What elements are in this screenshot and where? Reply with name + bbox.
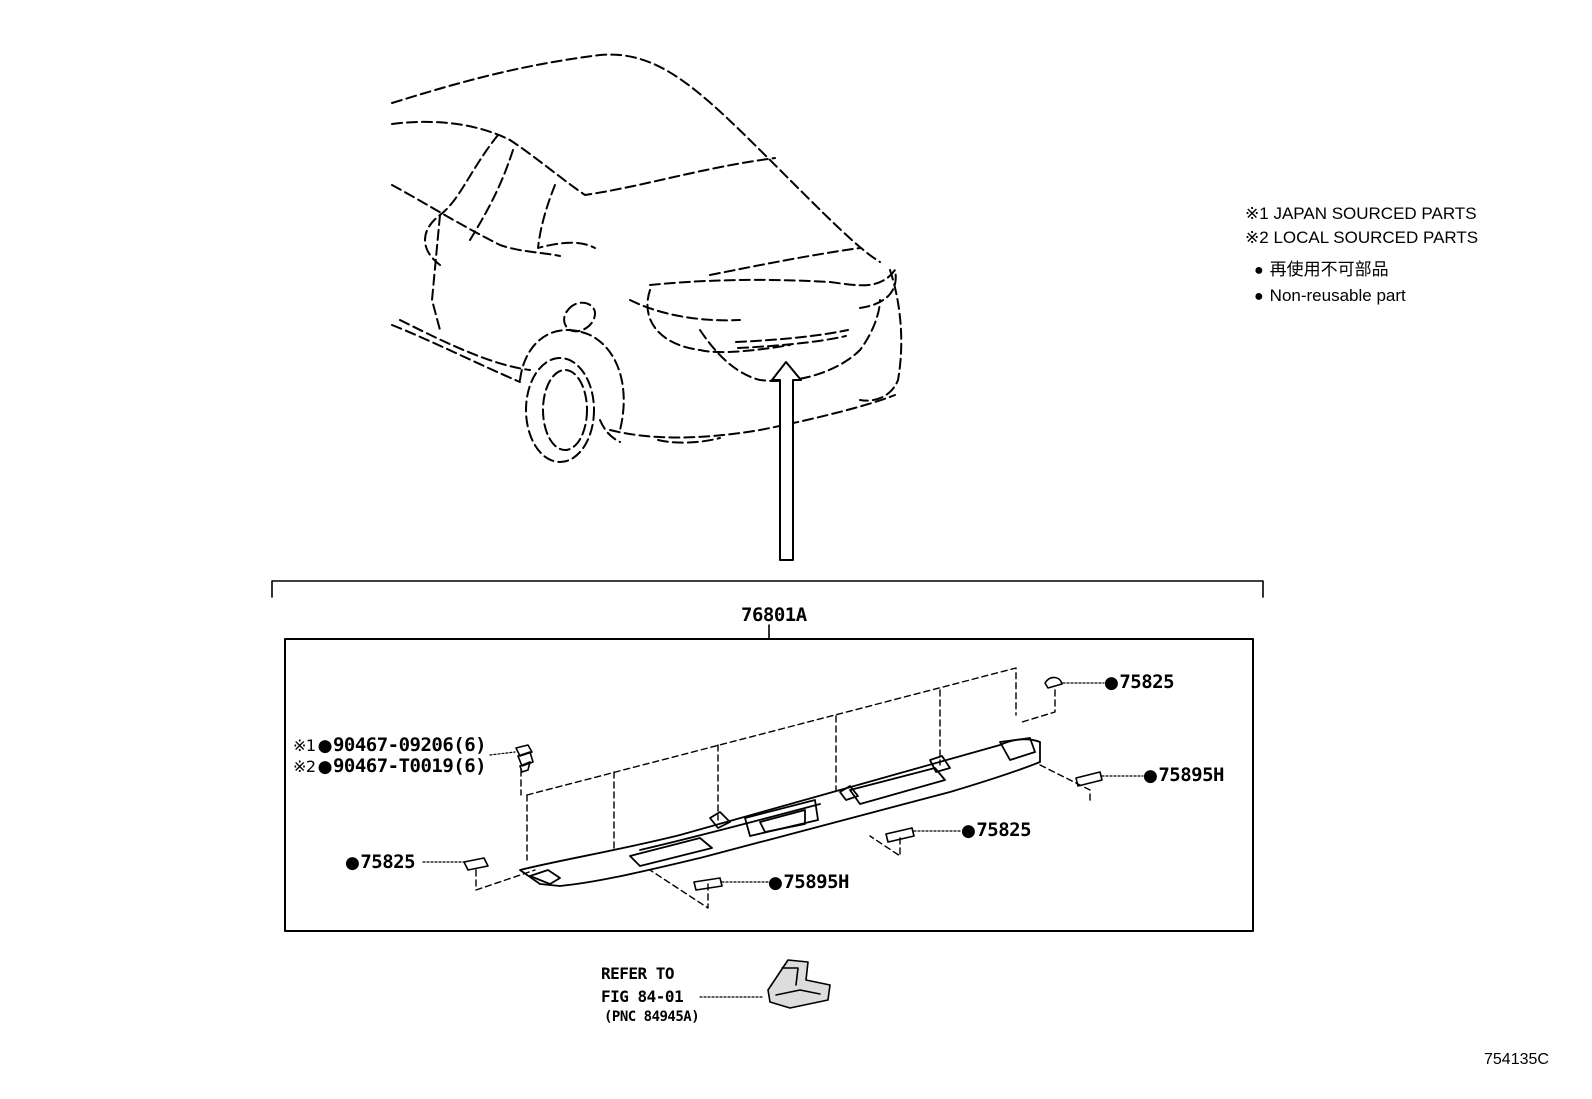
- part-callout-clip-local[interactable]: ※2●90467-T0019(6): [293, 755, 487, 777]
- bullet-icon: ●: [317, 757, 333, 777]
- bullet-icon: ●: [1254, 262, 1264, 279]
- seal-icon: [463, 676, 1103, 891]
- nonreuse-jp-text: 再使用不可部品: [1269, 260, 1389, 279]
- license-lamp-icon: [767, 959, 831, 1009]
- part-number: 75825: [976, 819, 1032, 841]
- note-2-text: LOCAL SOURCED PARTS: [1273, 228, 1479, 247]
- bullet-icon: ●: [1143, 766, 1158, 786]
- legend-nonreuse-en: ● Non-reusable part: [1254, 287, 1406, 305]
- part-callout-clip-japan[interactable]: ※1●90467-09206(6): [293, 734, 487, 756]
- part-callout-seal-center[interactable]: ●75825: [961, 819, 1032, 841]
- part-number: 75825: [1119, 671, 1175, 693]
- note-2-mark: ※2: [1245, 228, 1269, 247]
- part-number: 90467-09206(6): [332, 734, 487, 756]
- assembly-bracket: [271, 580, 1264, 640]
- bullet-icon: ●: [345, 853, 360, 873]
- reference-line-1[interactable]: REFER TO: [601, 964, 675, 983]
- part-number: 75895H: [783, 871, 849, 893]
- part-callout-seal-top-right[interactable]: ●75825: [1104, 671, 1175, 693]
- leader-lines: [422, 682, 1144, 998]
- part-callout-seal-right[interactable]: ●75895H: [1143, 766, 1224, 785]
- bullet-icon: ●: [961, 821, 976, 841]
- legend-note-2: ※2 LOCAL SOURCED PARTS: [1245, 229, 1478, 246]
- vehicle-illustration: [391, 53, 903, 463]
- bullet-icon: ●: [1104, 673, 1119, 693]
- note-1-text: JAPAN SOURCED PARTS: [1273, 204, 1477, 223]
- garnish-part: [519, 737, 1041, 887]
- part-number: 75895H: [1158, 764, 1224, 786]
- nonreuse-en-text: Non-reusable part: [1269, 286, 1406, 305]
- pointer-arrow: [771, 361, 802, 561]
- bullet-icon: ●: [317, 736, 333, 756]
- reference-line-2[interactable]: FIG 84-01: [601, 987, 684, 1006]
- assembly-frame: [284, 638, 1254, 932]
- guide-lines: [475, 667, 1091, 909]
- part-callout-seal-left[interactable]: ●75825: [345, 851, 416, 873]
- note-mark: ※2: [293, 757, 316, 776]
- reference-line-3[interactable]: (PNC 84945A): [604, 1009, 700, 1025]
- bullet-icon: ●: [1254, 288, 1264, 305]
- bullet-icon: ●: [768, 873, 783, 893]
- part-number: 75825: [360, 851, 416, 873]
- part-number: 90467-T0019(6): [332, 755, 487, 777]
- part-callout-seal-bottom[interactable]: ●75895H: [768, 873, 849, 892]
- note-1-mark: ※1: [1245, 204, 1269, 223]
- note-mark: ※1: [293, 736, 316, 755]
- clip-icon: [515, 744, 534, 773]
- assembly-label[interactable]: 76801A: [741, 604, 807, 626]
- figure-code: 754135C: [1484, 1051, 1549, 1068]
- legend-nonreuse-jp: ● 再使用不可部品: [1254, 261, 1389, 279]
- legend-note-1: ※1 JAPAN SOURCED PARTS: [1245, 205, 1477, 222]
